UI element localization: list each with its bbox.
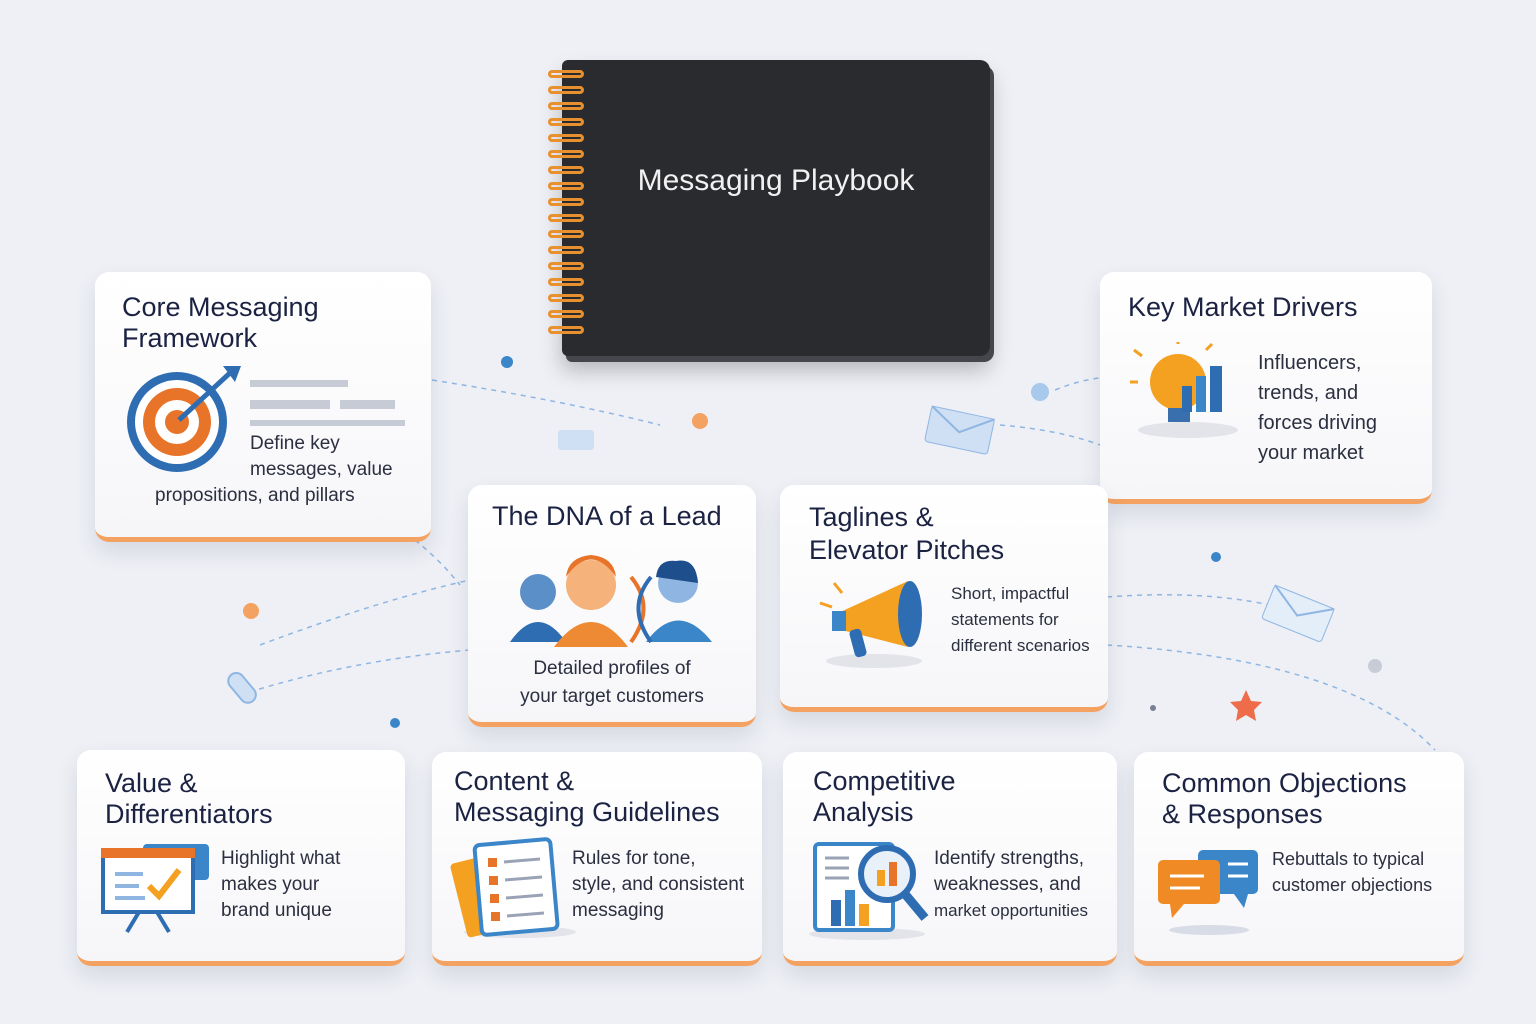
paperclip-icon: [227, 671, 257, 704]
messaging-playbook-notebook: Messaging Playbook: [548, 60, 990, 356]
card-title: Content &Messaging Guidelines: [454, 766, 720, 827]
dot: [501, 356, 513, 368]
envelope-icon: [1261, 584, 1335, 642]
card-title: Taglines &Elevator Pitches: [809, 502, 1005, 565]
dot: [243, 603, 259, 619]
card-description-2: propositions, and pillars: [155, 485, 355, 506]
chat-bubbles-icon: [1158, 850, 1258, 935]
card-common-objections-responses: Common Objections& Responses Rebuttals t…: [1134, 752, 1464, 966]
dot: [390, 718, 400, 728]
dot: [692, 413, 708, 429]
people-dna-icon: [510, 555, 712, 647]
card-content-messaging-guidelines: Content &Messaging Guidelines Rules for …: [432, 752, 762, 966]
megaphone-icon: [819, 581, 922, 668]
lightbulb-chart-icon: [1130, 342, 1238, 438]
envelope-icon: [924, 405, 995, 455]
star-icon: [1230, 690, 1262, 721]
target-icon: [127, 366, 241, 472]
dot: [1211, 552, 1221, 562]
card-taglines-elevator-pitches: Taglines &Elevator Pitches Short, impact…: [780, 485, 1108, 712]
card-title: The DNA of a Lead: [492, 501, 722, 531]
card-key-market-drivers: Key Market Drivers Influencers,trends, a…: [1100, 272, 1432, 504]
card-shape: [558, 430, 594, 450]
dot: [1368, 659, 1382, 673]
text-lines-decoration: [250, 380, 405, 426]
dot: [1150, 705, 1156, 711]
document-checklist-icon: [450, 837, 576, 938]
card-title: Key Market Drivers: [1128, 292, 1358, 322]
card-title: Common Objections& Responses: [1162, 768, 1407, 829]
notebook-title: Messaging Playbook: [637, 164, 915, 197]
presentation-board-icon: [101, 844, 209, 934]
card-title: Value &Differentiators: [105, 768, 273, 829]
magnifier-chart-icon: [809, 842, 929, 940]
dot: [1031, 383, 1049, 401]
